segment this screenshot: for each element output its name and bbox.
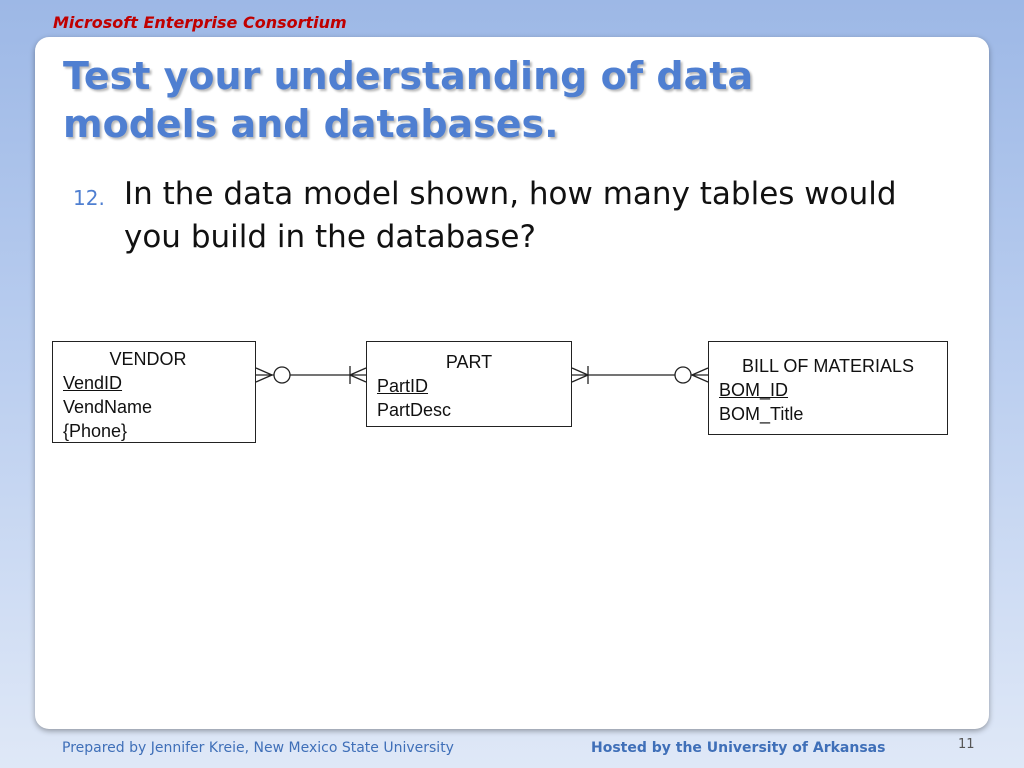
crows-foot-many-icon bbox=[571, 367, 589, 383]
part-entity: PART PartID PartDesc bbox=[366, 341, 572, 427]
entity-attribute-pk: BOM_ID bbox=[719, 380, 789, 400]
question-number: 12. bbox=[73, 186, 105, 210]
crows-foot-many-icon bbox=[255, 367, 273, 383]
slide-title: Test your understanding of data models a… bbox=[63, 54, 754, 146]
bom-entity: BILL OF MATERIALS BOM_ID BOM_Title bbox=[708, 341, 948, 435]
footer-hosted-by: Hosted by the University of Arkansas bbox=[591, 740, 886, 756]
entity-attribute-pk: PartID bbox=[377, 376, 429, 396]
entity-attribute: PartDesc bbox=[377, 400, 452, 420]
vendor-entity: VENDOR VendID VendName {Phone} bbox=[52, 341, 256, 443]
entity-name: PART bbox=[445, 352, 493, 372]
optional-circle-icon bbox=[273, 366, 291, 384]
entity-name: VENDOR bbox=[109, 349, 187, 369]
crows-foot-many-icon bbox=[349, 367, 367, 383]
entity-attribute: VendName bbox=[63, 397, 153, 417]
entity-attribute: BOM_Title bbox=[719, 404, 804, 424]
entity-attribute-pk: VendID bbox=[63, 373, 123, 393]
page-number: 11 bbox=[958, 737, 975, 752]
optional-circle-icon bbox=[674, 366, 692, 384]
entity-name: BILL OF MATERIALS bbox=[741, 356, 915, 376]
consortium-label: Microsoft Enterprise Consortium bbox=[53, 13, 347, 32]
question-text: In the data model shown, how many tables… bbox=[124, 176, 897, 255]
entity-attribute: {Phone} bbox=[63, 421, 128, 441]
crows-foot-many-icon bbox=[691, 367, 709, 383]
footer-prepared-by: Prepared by Jennifer Kreie, New Mexico S… bbox=[62, 740, 454, 756]
